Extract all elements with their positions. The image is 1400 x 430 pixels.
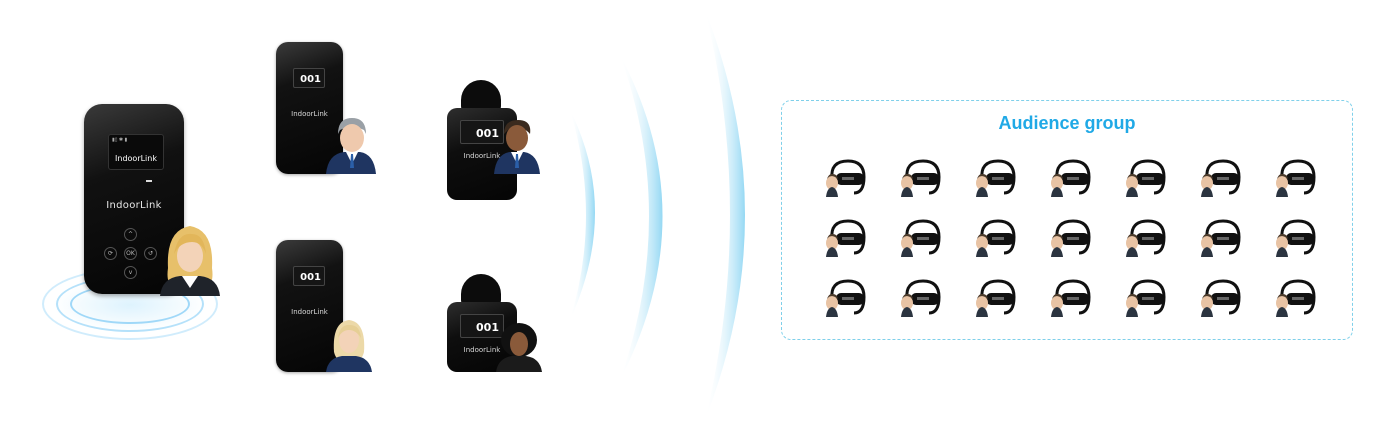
channel-number: 001: [300, 74, 321, 85]
indicator-light: [146, 180, 152, 182]
man-avatar-dark: [494, 120, 540, 174]
audience-earpiece-icon: [1184, 207, 1259, 267]
audience-earpiece-icon: [1109, 267, 1184, 327]
device-brand: IndoorLink: [291, 110, 328, 118]
audience-grid: [808, 147, 1334, 327]
audience-earpiece-icon: [1259, 207, 1334, 267]
up-button[interactable]: ^: [124, 228, 137, 241]
transmitter-screen-label: IndoorLink: [115, 154, 157, 163]
refresh-button[interactable]: ⟳: [104, 247, 117, 260]
audience-earpiece-icon: [1033, 207, 1108, 267]
audience-earpiece-icon: [808, 207, 883, 267]
audience-earpiece-icon: [1184, 147, 1259, 207]
ok-button[interactable]: OK: [124, 247, 137, 260]
main-transmitter: ▮▯ ✱ ▮ IndoorLink IndoorLink ^ ⟳ OK ↺ v: [84, 104, 184, 294]
audience-earpiece-icon: [1109, 207, 1184, 267]
audience-group: Audience group: [781, 100, 1353, 340]
back-button[interactable]: ↺: [144, 247, 157, 260]
audience-earpiece-icon: [1259, 147, 1334, 207]
audience-earpiece-icon: [883, 267, 958, 327]
audience-earpiece-icon: [883, 207, 958, 267]
device-brand: IndoorLink: [463, 346, 501, 354]
audience-earpiece-icon: [958, 147, 1033, 207]
audience-earpiece-icon: [1033, 147, 1108, 207]
device-screen: 001: [293, 266, 325, 286]
audience-earpiece-icon: [958, 207, 1033, 267]
audience-title: Audience group: [998, 113, 1136, 133]
man-avatar-gray: [326, 118, 376, 174]
audience-earpiece-icon: [1033, 267, 1108, 327]
down-button[interactable]: v: [124, 266, 137, 279]
audience-earpiece-icon: [808, 267, 883, 327]
device-screen: 001: [293, 68, 325, 88]
channel-number: 001: [476, 127, 499, 140]
transmitter-brand: IndoorLink: [106, 200, 162, 211]
device-screen: 001: [460, 120, 504, 144]
audience-earpiece-icon: [1184, 267, 1259, 327]
device-brand: IndoorLink: [463, 152, 501, 160]
audience-earpiece-icon: [808, 147, 883, 207]
woman-avatar-blonde: [326, 320, 372, 372]
signal-icon: ▮▯ ✱ ▮: [112, 137, 128, 143]
device-brand: IndoorLink: [291, 308, 328, 316]
device-screen: 001: [460, 314, 504, 338]
audience-earpiece-icon: [958, 267, 1033, 327]
speaker-avatar: [160, 226, 220, 296]
receiver-device-3: 001 IndoorLink: [276, 240, 343, 372]
signal-waves: [570, 10, 745, 420]
audience-earpiece-icon: [1259, 267, 1334, 327]
transmitter-screen: ▮▯ ✱ ▮ IndoorLink: [108, 134, 164, 170]
audience-earpiece-icon: [883, 147, 958, 207]
channel-number: 001: [476, 321, 499, 334]
woman-avatar-dark: [496, 323, 542, 372]
channel-number: 001: [300, 272, 321, 283]
receiver-device-1: 001 IndoorLink: [276, 42, 343, 174]
audience-earpiece-icon: [1109, 147, 1184, 207]
